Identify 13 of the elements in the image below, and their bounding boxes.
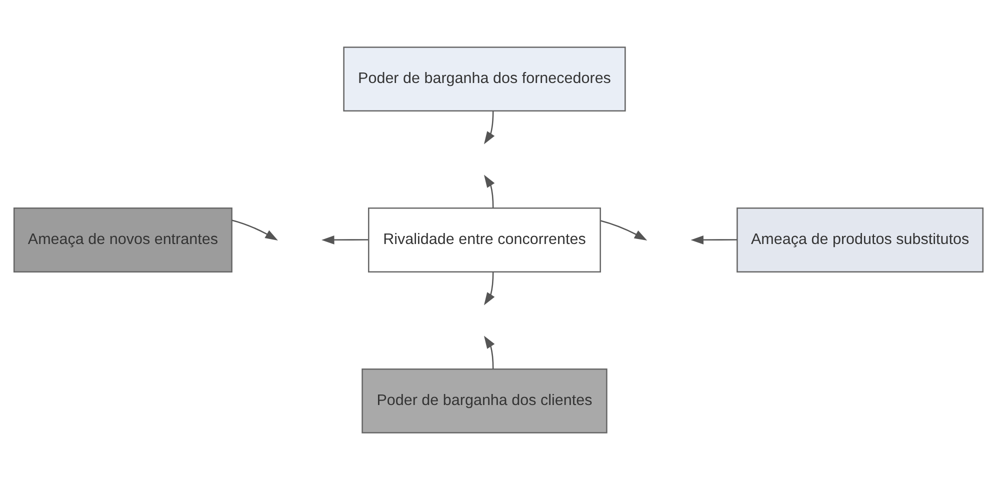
node-box: Poder de barganha dos clientes bbox=[361, 368, 607, 433]
arrow bbox=[600, 220, 647, 240]
node-box: Ameaça de produtos substitutos bbox=[736, 207, 984, 272]
arrow bbox=[231, 219, 278, 240]
node-box: Poder de barganha dos fornecedores bbox=[342, 46, 626, 111]
arrow bbox=[483, 272, 494, 305]
node-box: Rivalidade entre concorrentes bbox=[368, 207, 600, 272]
arrow bbox=[483, 110, 494, 144]
arrow bbox=[483, 335, 494, 368]
arrow bbox=[690, 234, 737, 244]
arrow bbox=[483, 174, 494, 208]
arrow bbox=[321, 234, 368, 244]
node-box: Ameaça de novos entrantes bbox=[12, 207, 232, 272]
